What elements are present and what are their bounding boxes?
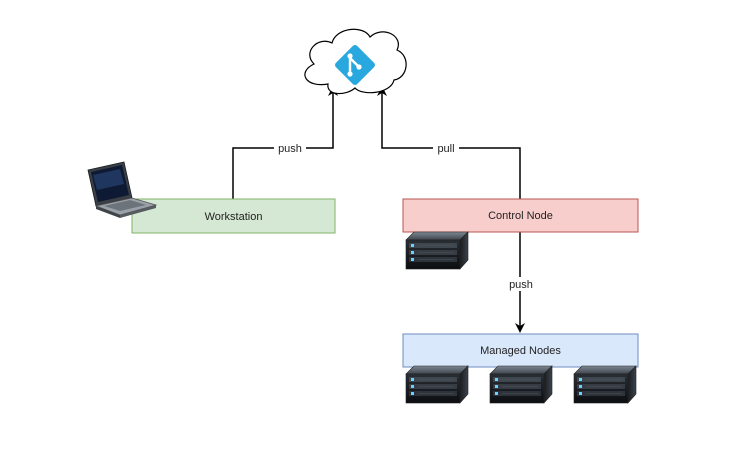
git-cloud-icon: [335, 45, 375, 85]
managed-nodes: Managed Nodes: [402, 333, 639, 368]
edge-control-from-repo: pull: [377, 86, 521, 199]
push-label-workstation: push: [278, 143, 302, 155]
git-repo-node: [304, 28, 407, 95]
workstation-label: Workstation: [205, 211, 263, 223]
control-node-label: Control Node: [488, 210, 553, 222]
laptop-icon: [87, 161, 158, 218]
control-node: Control Node: [402, 198, 639, 233]
server-icon: [489, 365, 553, 404]
server-icon: [405, 365, 469, 404]
server-icon: [573, 365, 637, 404]
workstation-box: [131, 198, 336, 234]
pull-label: pull: [437, 143, 454, 155]
push-label-control: push: [509, 279, 533, 291]
managed-nodes-label: Managed Nodes: [480, 345, 561, 357]
workstation-node: Workstation: [131, 198, 336, 234]
control-node-box: [402, 198, 639, 233]
edge-control-to-managed: push: [505, 232, 537, 333]
server-icon: [405, 231, 469, 270]
edge-workstation-to-repo: push: [232, 86, 338, 199]
